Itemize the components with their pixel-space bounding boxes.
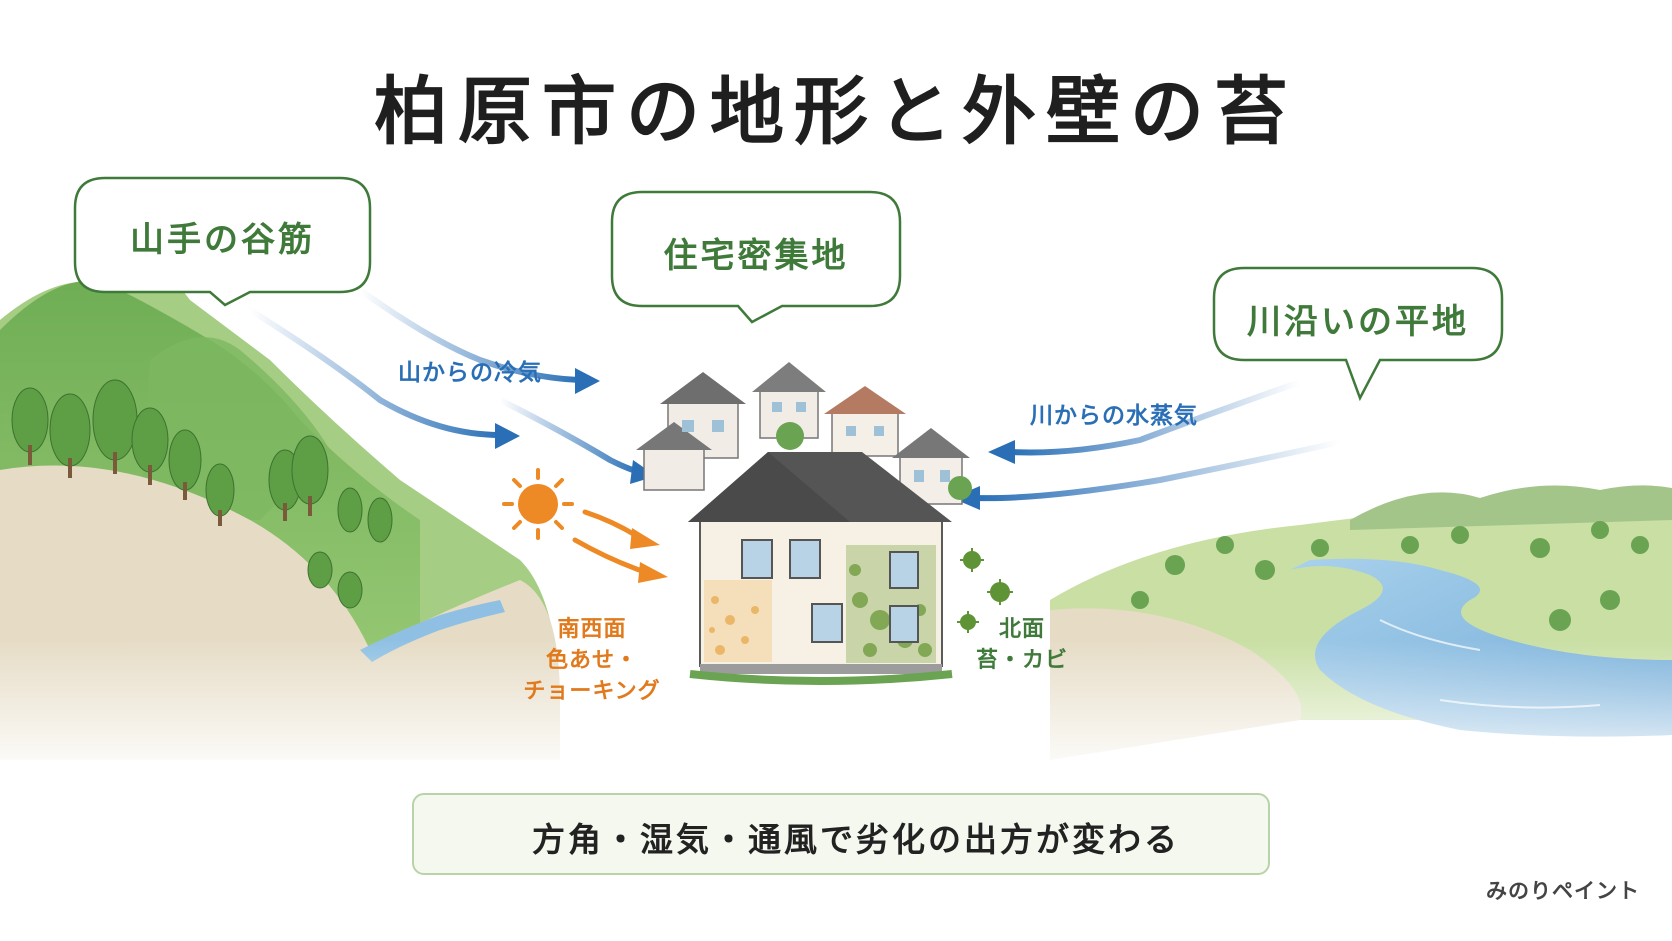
page-title: 柏原市の地形と外壁の苔 [374, 69, 1298, 155]
label-dense-residential: 住宅密集地 [663, 236, 849, 276]
label-mountain-valley: 山手の谷筋 [130, 220, 315, 260]
wind-arrows-left [247, 287, 656, 484]
label-southwest-face: 南西面 色あせ・ チョーキング [512, 614, 672, 707]
main-house [688, 452, 953, 685]
bubble-left [73, 176, 372, 307]
southwest-wall-chalking [704, 580, 772, 662]
bubble-center [610, 190, 902, 324]
southwest-face-issue-1: 色あせ・ [545, 648, 638, 673]
label-river-vapor: 川からの水蒸気 [1030, 403, 1198, 429]
mold-icon [957, 548, 1013, 633]
bubble-right [1212, 266, 1504, 402]
summary-text: 方角・湿気・通風で劣化の出方が変わる [532, 820, 1180, 859]
label-riverside-plain: 川沿いの平地 [1247, 302, 1469, 342]
summary-banner: 方角・湿気・通風で劣化の出方が変わる [412, 793, 1270, 875]
label-mountain-cold-air: 山からの冷気 [398, 360, 542, 386]
sun-icon [502, 468, 574, 540]
southwest-face-title: 南西面 [557, 617, 627, 642]
forest-left [11, 379, 393, 609]
southwest-face-issue-2: チョーキング [523, 679, 661, 704]
north-face-title: 北面 [998, 617, 1045, 642]
label-north-face: 北面 苔・カビ [966, 614, 1078, 676]
brand-name: みのりペイント [1486, 879, 1640, 903]
north-face-issue: 苔・カビ [975, 648, 1068, 673]
sun-ray-arrows [572, 509, 668, 583]
